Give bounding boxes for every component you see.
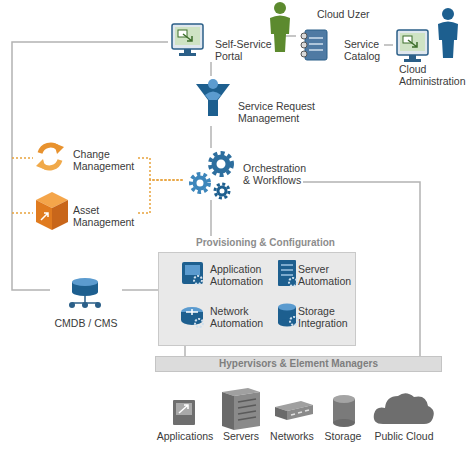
node-label: Orchestration & Workflows [243, 162, 309, 186]
node-label: Networks [266, 430, 318, 442]
database-node: CMDB / CMS [50, 278, 122, 330]
storage-integration-icon [278, 304, 298, 327]
group-heading: Provisioning & Configuration [196, 237, 335, 249]
servers-icon [222, 388, 260, 430]
catalog-icon [301, 30, 327, 60]
resource-node: Public Cloud [368, 388, 440, 443]
node-label: Network Automation [210, 305, 268, 329]
app-automation-icon [182, 262, 203, 284]
gears-icon [191, 153, 232, 198]
process-node: Asset Management [33, 190, 138, 235]
node-label: Service Request Management [238, 100, 320, 124]
connector-line [184, 346, 186, 356]
node-label: Applications [156, 430, 214, 442]
process-node: Orchestration & Workflows [183, 148, 303, 200]
node-label: Storage Integration [298, 305, 354, 329]
node-label: Cloud Administration [399, 63, 471, 87]
resource-node: Networks [266, 395, 318, 443]
component-node: Server Automation [274, 260, 356, 292]
node-label: Public Cloud [368, 430, 440, 442]
change-icon [36, 143, 64, 170]
connector-line [12, 42, 168, 290]
node-label: Application Automation [210, 263, 268, 287]
storage-icon [333, 395, 355, 427]
node-label: Server Automation [298, 263, 354, 287]
admin-monitor-icon [397, 30, 428, 62]
node-label: Change Management [73, 148, 137, 172]
connector-line [384, 44, 393, 46]
request-icon [196, 79, 230, 116]
admin-person-icon [438, 8, 458, 58]
connector-line [278, 35, 296, 37]
applications-icon [173, 400, 195, 425]
resource-node: Storage [318, 393, 368, 443]
networks-icon [275, 401, 313, 420]
resource-node: Servers [214, 383, 268, 443]
cmdb-icon [69, 278, 101, 308]
user-icon [270, 2, 290, 52]
node-label: CMDB / CMS [50, 317, 122, 329]
component-node: Storage Integration [274, 302, 356, 334]
server-automation-icon [278, 260, 297, 286]
portal-icon [172, 24, 203, 56]
node-label: Service Catalog [344, 38, 389, 62]
component-node: Network Automation [180, 302, 272, 334]
portal-node: Self-Service Portal [168, 20, 278, 62]
process-node: Service Request Management [190, 76, 320, 126]
public-cloud-icon [374, 393, 434, 424]
dotted-connector [138, 158, 183, 180]
dotted-connector [138, 180, 183, 213]
network-automation-icon [181, 307, 203, 327]
asset-icon [36, 192, 68, 230]
node-label: Asset Management [73, 204, 137, 228]
connector-line [210, 62, 212, 76]
node-label: Servers [214, 430, 268, 442]
dotted-link [12, 158, 33, 213]
process-node: Change Management [33, 138, 138, 173]
component-node: Application Automation [180, 260, 272, 292]
catalog-node: Service Catalog [296, 26, 384, 66]
group-box: Provisioning & ConfigurationApplication … [158, 236, 356, 346]
layer-band: Hypervisors & Element Managers [155, 356, 442, 372]
connector-line [210, 200, 212, 236]
resource-node: Applications [156, 393, 214, 443]
actor-node: Cloud Administration [393, 5, 471, 87]
connector-line [122, 289, 158, 291]
node-label: Self-Service Portal [215, 38, 279, 62]
node-label: Cloud Uzer [317, 8, 370, 20]
node-label: Storage [318, 430, 368, 442]
connector-line [210, 126, 212, 148]
band-label: Hypervisors & Element Managers [156, 356, 441, 372]
